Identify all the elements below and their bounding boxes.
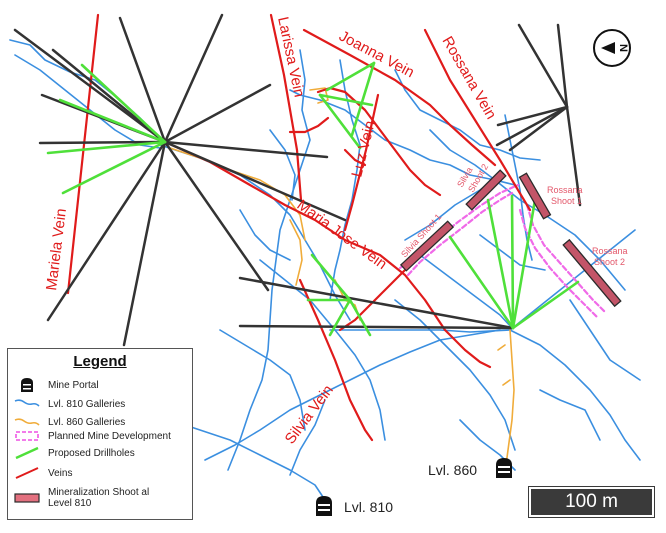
shoot-symbol — [14, 493, 40, 503]
maria-jose-vein-line — [163, 140, 492, 369]
silvia-vein-line-south — [298, 278, 374, 442]
lvl-860-label: Lvl. 860 — [428, 462, 477, 478]
scale-bar: 100 m — [528, 486, 655, 518]
rossana-shoot-1-label-line1: Rossana — [547, 185, 583, 195]
silvia-shoot-2 — [465, 169, 507, 211]
legend-item-portal: Mine Portal — [14, 378, 99, 392]
legend-label: Mineralization Shoot al Level 810 — [48, 487, 150, 509]
silvia-shoot-1 — [399, 220, 455, 272]
existing-drillholes — [13, 13, 582, 347]
lvl-810-label: Lvl. 810 — [344, 499, 393, 515]
rossana-shoot-1-label-line2: Shoot 1 — [551, 196, 582, 206]
legend-item-planned: Planned Mine Development — [14, 429, 171, 443]
rossana-shoot-1 — [518, 172, 552, 220]
legend-title: Legend — [73, 353, 127, 370]
legend-item-vein: Veins — [14, 466, 72, 480]
silvia-vein-line — [338, 263, 412, 332]
rossana-shoot-2-label-line2: Shoot 2 — [594, 257, 625, 267]
planned-development-symbol — [15, 431, 39, 441]
legend-label: Lvl. 810 Galleries — [48, 398, 126, 410]
mine-portal-icon — [21, 378, 33, 392]
drillhole-symbol — [15, 446, 39, 460]
north-arrow-letter: N — [617, 44, 629, 52]
legend-label: Proposed Drillholes — [48, 447, 135, 459]
rossana-shoot-2 — [562, 238, 622, 308]
gallery-810-symbol — [14, 399, 40, 407]
larissa-vein-line — [269, 13, 303, 202]
legend-label: Lvl. 860 Galleries — [48, 416, 126, 428]
legend-item-gallery-860: Lvl. 860 Galleries — [14, 415, 125, 429]
legend-item-drillhole: Proposed Drillholes — [14, 446, 135, 460]
north-arrow-icon — [601, 42, 615, 54]
legend-item-shoot: Mineralization Shoot al Level 810 — [14, 487, 156, 509]
luz-vein-line — [343, 93, 380, 232]
gallery-860-symbol — [14, 418, 40, 426]
rossana-shoot-2-label-line1: Rossana — [592, 246, 628, 256]
legend-label: Planned Mine Development — [48, 430, 171, 442]
legend-label: Veins — [48, 467, 73, 479]
mineralization-shoots — [399, 169, 622, 308]
north-arrow: N — [593, 29, 631, 67]
portal-lvl-810: Lvl. 810 — [316, 496, 393, 516]
mariela-vein-line — [66, 13, 100, 295]
portal-lvl-860: Lvl. 860 — [428, 458, 512, 478]
legend: Legend Mine Portal Lvl. 810 Galleries Lv… — [7, 348, 193, 520]
planned-mine-development — [398, 183, 607, 320]
vein-symbol — [15, 467, 39, 479]
legend-item-gallery-810: Lvl. 810 Galleries — [14, 397, 125, 411]
veins — [66, 13, 532, 442]
mine-portals: Lvl. 860 Lvl. 810 — [316, 458, 512, 516]
joanna-vein-line — [302, 28, 497, 167]
legend-label: Mine Portal — [48, 379, 99, 391]
rossana-vein-line — [423, 28, 532, 212]
proposed-drillholes — [46, 61, 580, 337]
